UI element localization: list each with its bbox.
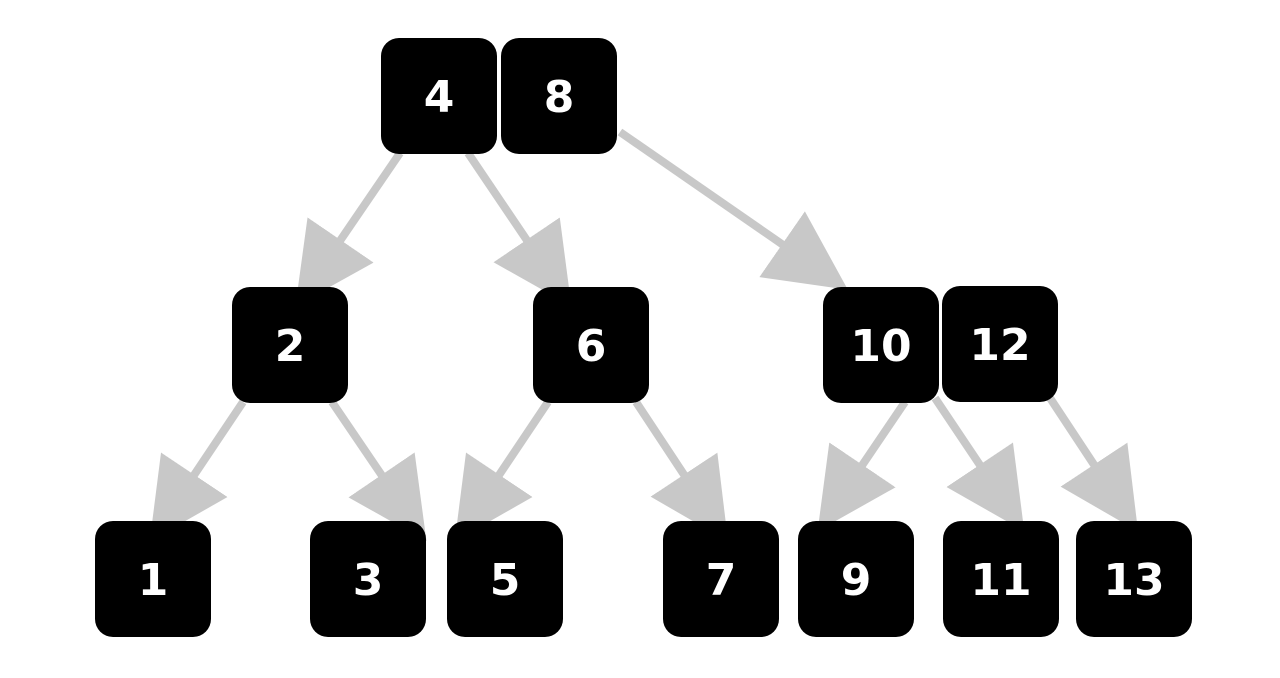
edge-6-to-7 (632, 399, 729, 542)
tree-node-9: 9 (798, 521, 914, 637)
edge-2-to-3 (328, 399, 427, 542)
node-label: 10 (850, 321, 911, 372)
node-box (501, 38, 617, 154)
tree-node-11: 11 (943, 521, 1059, 637)
edge-10-to-11 (931, 395, 1025, 532)
node-box (663, 521, 779, 637)
edge-4-to-6 (464, 150, 572, 307)
edge-2-to-1 (149, 399, 247, 542)
node-box (232, 287, 348, 403)
edge-6-to-5 (454, 399, 552, 542)
node-label: 12 (969, 320, 1030, 371)
tree-node-12: 12 (942, 286, 1058, 402)
node-label: 8 (544, 72, 575, 123)
node-label: 13 (1103, 555, 1164, 606)
tree-node-8: 8 (501, 38, 617, 154)
tree-node-13: 13 (1076, 521, 1192, 637)
node-label: 4 (424, 72, 455, 123)
node-label: 7 (706, 555, 737, 606)
node-box (95, 521, 211, 637)
tree-node-10: 10 (823, 287, 939, 403)
edge-4-to-2 (295, 150, 404, 307)
node-box (447, 521, 563, 637)
tree-node-4: 4 (381, 38, 497, 154)
tree-node-3: 3 (310, 521, 426, 637)
node-label: 11 (970, 555, 1031, 606)
node-label: 2 (275, 321, 306, 372)
node-box (533, 287, 649, 403)
node-box (942, 286, 1058, 402)
node-box (381, 38, 497, 154)
node-label: 6 (576, 321, 607, 372)
node-label: 9 (841, 555, 872, 606)
tree-node-1: 1 (95, 521, 211, 637)
node-label: 3 (353, 555, 384, 606)
node-box (798, 521, 914, 637)
node-box (943, 521, 1059, 637)
node-box (823, 287, 939, 403)
node-box (1076, 521, 1192, 637)
edges (149, 128, 1139, 542)
edge-8-to-10 (617, 128, 848, 290)
node-label: 5 (490, 555, 521, 606)
tree-node-5: 5 (447, 521, 563, 637)
node-label: 1 (138, 555, 169, 606)
edge-12-to-13 (1046, 395, 1139, 532)
node-box (310, 521, 426, 637)
edge-10-to-9 (817, 399, 909, 532)
tree-node-7: 7 (663, 521, 779, 637)
tree-node-6: 6 (533, 287, 649, 403)
tree-node-2: 2 (232, 287, 348, 403)
